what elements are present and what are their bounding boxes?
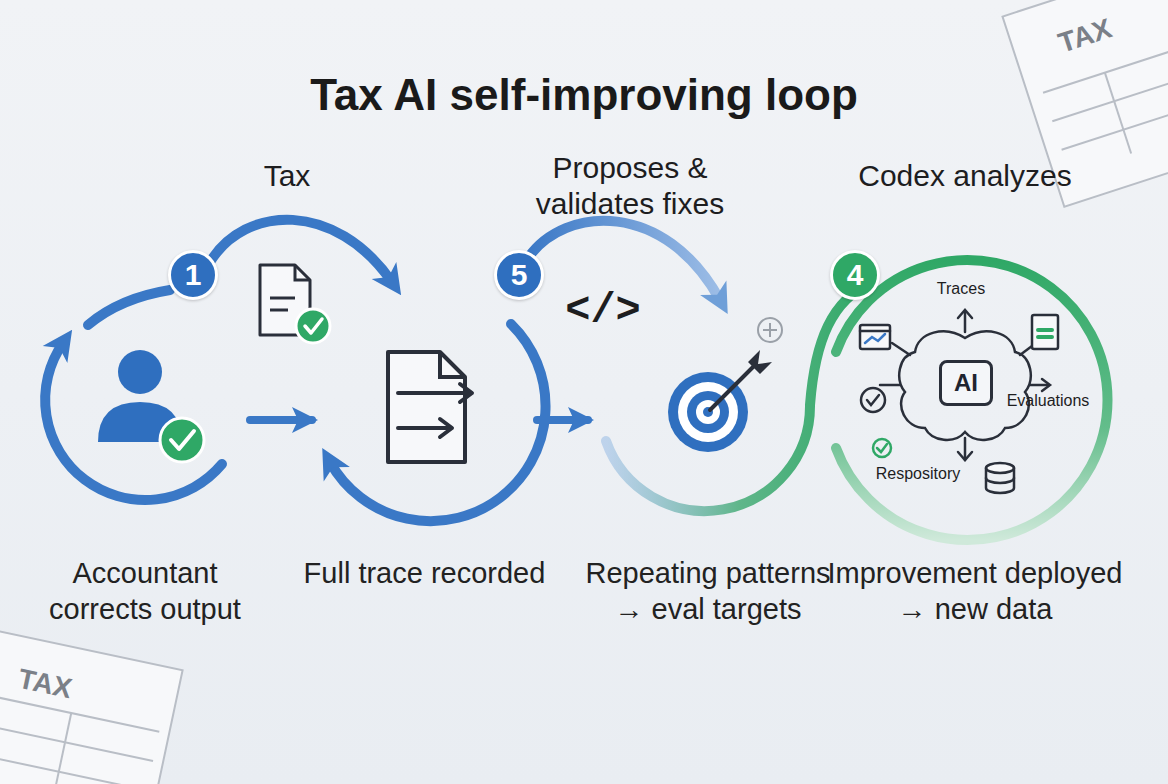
annotation-label: Tax	[187, 158, 387, 194]
step-badge: 4	[830, 250, 880, 300]
diagram-title: Tax AI self-improving loop	[0, 70, 1168, 120]
node-text: AI	[954, 369, 978, 397]
watermark-text: TAX	[1033, 5, 1138, 66]
step-number: 4	[847, 258, 864, 292]
annotation-label: Evaluations	[988, 391, 1108, 411]
step-number: 5	[511, 258, 528, 292]
step-number: 1	[185, 258, 202, 292]
stage-caption: Improvement deployed → new data	[820, 555, 1130, 627]
annotation-label: Traces	[911, 279, 1011, 299]
watermark-text: TAX	[0, 658, 97, 710]
code-symbol: </>	[553, 288, 653, 334]
stage-caption: Repeating patterns → eval targets	[568, 555, 848, 627]
loop-stage: Accountant corrects output	[40, 290, 250, 630]
person-icon	[98, 350, 204, 462]
step-badge: 5	[494, 250, 544, 300]
flow-arrow	[250, 416, 312, 424]
target-icon	[668, 318, 782, 452]
document-icon	[260, 265, 330, 343]
stage-caption: Full trace recorded	[292, 555, 557, 591]
annotation-label: Proposes & validates fixes	[490, 150, 770, 222]
ai-box: AI	[939, 360, 993, 406]
flow-arrow	[537, 416, 588, 424]
tax-sheet	[0, 631, 183, 784]
stage-caption: Accountant corrects output	[20, 555, 270, 627]
annotation-label: Respository	[858, 464, 978, 484]
annotation-label: Codex analyzes	[815, 158, 1115, 194]
loop-stage: Repeating patterns → eval targets	[588, 290, 828, 680]
step-badge: 1	[168, 250, 218, 300]
loop-stage: Full trace recorded	[312, 290, 537, 630]
trace-document-icon	[388, 352, 472, 462]
